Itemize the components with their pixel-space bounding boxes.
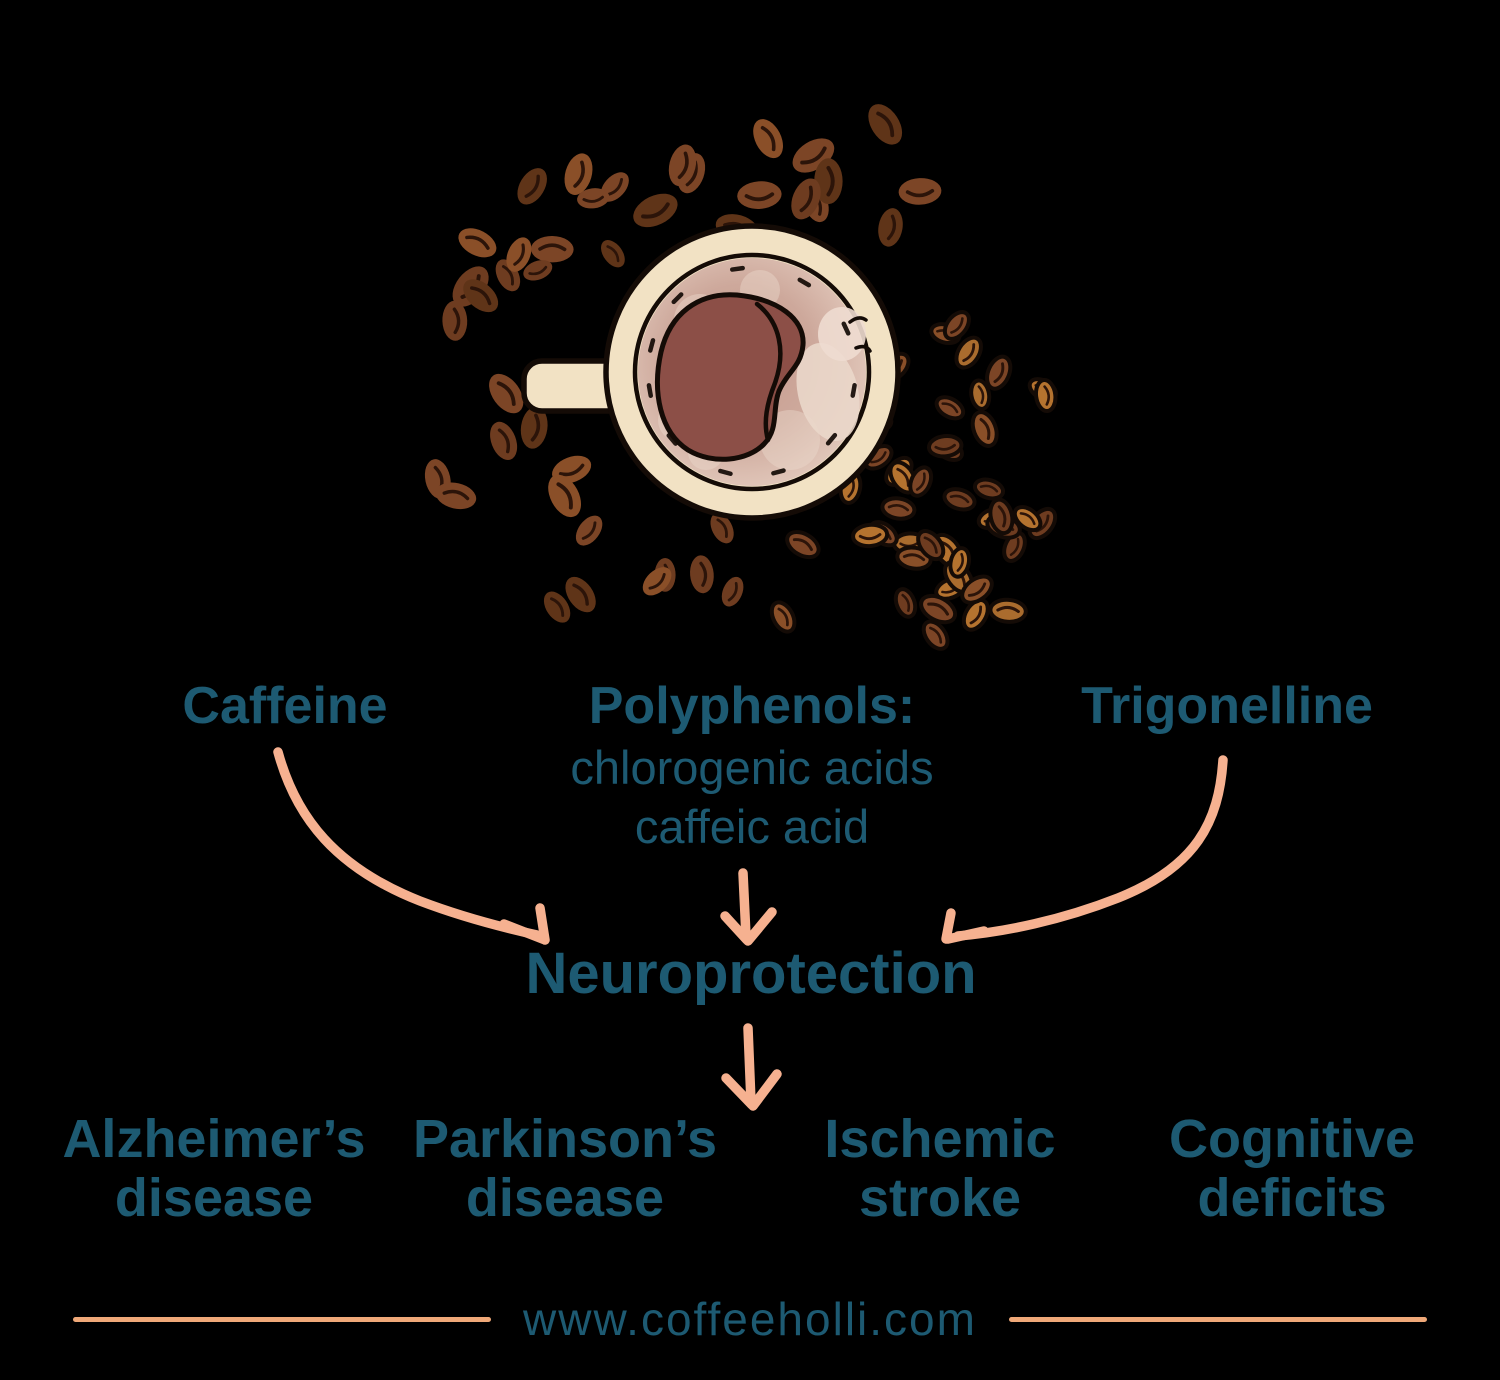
cup-inner-rim bbox=[632, 252, 872, 492]
coffee-bean bbox=[543, 591, 571, 623]
outcome-cognitive-deficits: Cognitive deficits bbox=[1169, 1110, 1415, 1228]
coffee-bean bbox=[961, 598, 990, 632]
coffee-bean bbox=[969, 378, 992, 411]
coffee-bean bbox=[721, 576, 744, 607]
outcome-line: disease bbox=[114, 1168, 314, 1228]
coffee-bean bbox=[960, 574, 994, 605]
arrow-neuroprotection-to-outcomes bbox=[721, 1023, 782, 1111]
coffee-cup-icon bbox=[521, 223, 901, 521]
coffee-bean bbox=[880, 496, 917, 521]
arrows bbox=[273, 747, 1228, 1111]
coffee-bean bbox=[988, 497, 1015, 536]
outcome-line: Cognitive bbox=[1168, 1109, 1416, 1169]
coffee-bean bbox=[577, 188, 610, 209]
coffee-bean bbox=[435, 482, 477, 510]
coffee-bean bbox=[564, 153, 593, 195]
outcome-parkinsons: Parkinson’s disease bbox=[413, 1110, 717, 1228]
coffee-bean bbox=[934, 395, 966, 421]
coffee-bean bbox=[490, 421, 518, 460]
coffee-bean bbox=[898, 178, 942, 205]
outcome-ischemic-stroke: Ischemic stroke bbox=[824, 1110, 1055, 1228]
coffee-bean bbox=[531, 235, 574, 263]
coffee-bean bbox=[814, 158, 843, 205]
coffee-bean bbox=[868, 104, 903, 145]
arrow-caffeine-to-neuroprotection bbox=[273, 747, 550, 945]
coffee-bean bbox=[463, 279, 499, 313]
crema-specks bbox=[646, 265, 857, 476]
coffee-bean bbox=[506, 237, 532, 272]
coffee-bean bbox=[921, 619, 950, 651]
outcome-line: stroke bbox=[858, 1168, 1022, 1228]
coffee-bean bbox=[548, 474, 582, 518]
coffee-bean bbox=[517, 168, 547, 205]
arrow-polyphenols-to-neuroprotection bbox=[720, 868, 777, 946]
coffee-bean bbox=[972, 477, 1006, 501]
coffee-bean bbox=[1033, 377, 1058, 414]
coffee-bean bbox=[458, 228, 497, 258]
coffee-bean bbox=[769, 600, 797, 634]
footer-divider-right bbox=[1008, 1316, 1427, 1322]
coffee-bean bbox=[985, 354, 1013, 391]
coffee-bean bbox=[710, 513, 734, 544]
coffee-bean bbox=[942, 487, 977, 512]
coffee-bean bbox=[988, 597, 1028, 624]
outcome-line: deficits bbox=[1197, 1168, 1387, 1228]
compound-label-trigonelline: Trigonelline bbox=[1081, 677, 1373, 735]
footer-divider-left bbox=[73, 1316, 492, 1322]
outcome-line: Ischemic bbox=[824, 1109, 1056, 1169]
polyphenols-sub-caffeic: caffeic acid bbox=[634, 800, 870, 853]
coffee-bean bbox=[926, 434, 964, 459]
coffee-bean bbox=[668, 144, 697, 187]
coffee-bean bbox=[575, 515, 603, 546]
coffee-bean bbox=[442, 300, 468, 341]
coffee-bean bbox=[893, 587, 918, 619]
coffee-bean bbox=[942, 310, 971, 341]
outcome-line: Alzheimer’s bbox=[62, 1109, 366, 1169]
coffee-bean bbox=[565, 576, 596, 613]
compound-label-polyphenols: Polyphenols: chlorogenic acids caffeic a… bbox=[570, 676, 933, 854]
arrow-trigonelline-to-neuroprotection bbox=[941, 755, 1228, 944]
outcome-alzheimers: Alzheimer’s disease bbox=[62, 1110, 365, 1228]
coffee-bean bbox=[753, 119, 784, 159]
coffee-bean bbox=[1012, 505, 1043, 533]
hub-label-neuroprotection: Neuroprotection bbox=[525, 941, 977, 1006]
coffee-bean bbox=[523, 260, 553, 281]
coffee-bean bbox=[954, 335, 983, 370]
coffee-bean bbox=[878, 208, 903, 247]
polyphenols-sub-chlorogenic: chlorogenic acids bbox=[570, 741, 934, 794]
coffee-bean bbox=[633, 193, 678, 228]
coffee-bean bbox=[785, 530, 821, 560]
outcome-line: disease bbox=[465, 1168, 665, 1228]
coffee-bean bbox=[851, 522, 890, 549]
footer: www.coffeeholli.com bbox=[23, 1288, 1477, 1350]
coffee-bean bbox=[1002, 530, 1027, 563]
coffee-bean bbox=[520, 406, 548, 449]
compound-label-caffeine: Caffeine bbox=[182, 677, 388, 735]
coffee-bean bbox=[737, 181, 782, 209]
outcome-line: Parkinson’s bbox=[412, 1109, 718, 1169]
coffee-bean bbox=[642, 567, 672, 596]
coffee-bean bbox=[908, 465, 934, 498]
footer-url: www.coffeeholli.com bbox=[523, 1293, 977, 1345]
coffee-bean bbox=[791, 178, 821, 220]
coffee-bean bbox=[489, 373, 524, 414]
coffee-surface-spot bbox=[654, 292, 806, 462]
coffee-bean bbox=[601, 240, 625, 268]
coffee-bean bbox=[916, 529, 946, 562]
foam-patch bbox=[796, 307, 872, 442]
coffee-bean bbox=[919, 593, 958, 625]
coffee-bean bbox=[970, 410, 999, 448]
polyphenols-title: Polyphenols: bbox=[588, 677, 916, 735]
coffee-bean bbox=[948, 546, 972, 579]
coffee-bean bbox=[690, 555, 714, 594]
